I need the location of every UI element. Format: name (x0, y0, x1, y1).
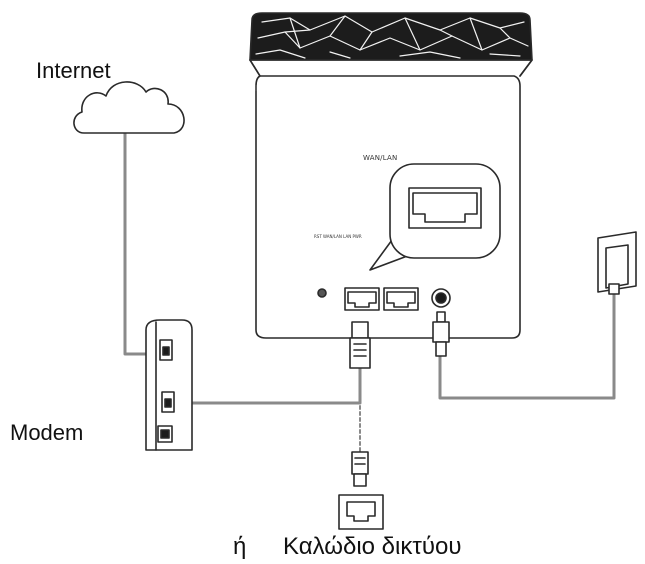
modem-icon (145, 319, 193, 451)
ethernet-plug-icon (349, 321, 371, 369)
wan-lan-port-label: WAN/LAN (363, 154, 398, 162)
port-strip-label: RST WAN/LAN LAN PWR (314, 234, 362, 239)
network-cable-label: Καλώδιο δικτύου (283, 533, 462, 560)
power-plug-icon (432, 311, 450, 357)
reset-button-icon (317, 288, 327, 298)
ethernet-port-icon (408, 187, 482, 229)
cloud-icon (73, 81, 185, 134)
lan-port-icon (383, 287, 419, 311)
wall-jack-icon (338, 494, 384, 530)
wan-port-callout (369, 163, 501, 271)
router-icon (249, 12, 533, 339)
power-port-icon (431, 288, 451, 308)
internet-label: Internet (36, 58, 111, 83)
wan-lan-port-icon (344, 287, 380, 311)
power-cable (438, 291, 616, 400)
power-adapter-icon (597, 231, 637, 295)
modem-label: Modem (10, 420, 84, 445)
or-label: ή (233, 533, 247, 560)
router-to-modem-cable (186, 366, 362, 405)
ethernet-plug-lower-icon (351, 451, 369, 487)
